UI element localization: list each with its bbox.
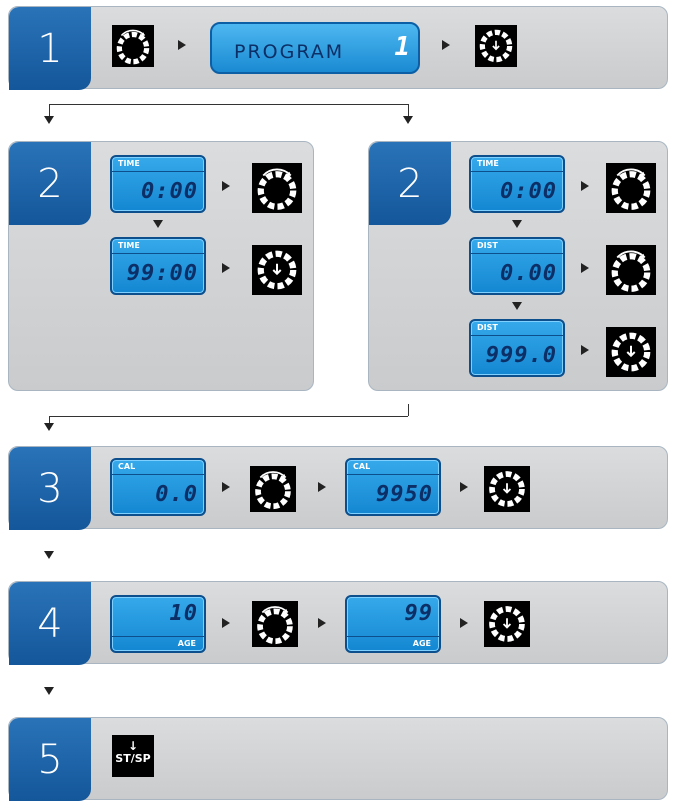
step-4-panel: 4 bbox=[8, 581, 668, 665]
calories-display: CAL 9950 bbox=[345, 458, 441, 516]
connector-line bbox=[49, 104, 50, 116]
time-label: TIME bbox=[118, 159, 140, 168]
connector-line bbox=[49, 104, 408, 105]
calories-value: 9950 bbox=[376, 482, 433, 507]
calories-label: CAL bbox=[353, 462, 371, 471]
age-display: 10 AGE bbox=[110, 595, 206, 653]
start-stop-label: ST/SP bbox=[115, 752, 151, 765]
time-value: 0:00 bbox=[141, 179, 198, 204]
arrow-down-icon bbox=[153, 220, 163, 228]
rotate-knob-icon[interactable] bbox=[606, 245, 656, 295]
press-knob-icon[interactable] bbox=[484, 466, 530, 512]
arrow-down-icon bbox=[403, 116, 413, 124]
connector-line bbox=[408, 104, 409, 116]
step-2-number: 2 bbox=[369, 142, 451, 225]
program-number: 1 bbox=[394, 32, 410, 62]
connector-line bbox=[408, 404, 409, 416]
arrow-right-icon bbox=[222, 618, 230, 628]
calories-display: CAL 0.0 bbox=[110, 458, 206, 516]
arrow-down-icon bbox=[44, 423, 54, 431]
arrow-right-icon bbox=[460, 482, 468, 492]
time-label: TIME bbox=[118, 241, 140, 250]
arrow-down-icon bbox=[44, 687, 54, 695]
distance-display: DIST 0.00 bbox=[469, 237, 565, 295]
program-display: PROGRAM 1 bbox=[210, 22, 420, 74]
step-3-number: 3 bbox=[9, 447, 91, 530]
distance-label: DIST bbox=[477, 241, 498, 250]
arrow-right-icon bbox=[222, 482, 230, 492]
step-4-number: 4 bbox=[9, 582, 91, 665]
arrow-right-icon bbox=[222, 263, 230, 273]
arrow-right-icon bbox=[318, 618, 326, 628]
distance-display: DIST 999.0 bbox=[469, 319, 565, 377]
arrow-down-icon bbox=[512, 302, 522, 310]
step-5-panel: 5 bbox=[8, 717, 668, 801]
arrow-right-icon bbox=[460, 618, 468, 628]
arrow-right-icon bbox=[581, 263, 589, 273]
press-knob-icon[interactable] bbox=[484, 601, 530, 647]
age-value: 10 bbox=[169, 601, 198, 626]
start-stop-button[interactable]: ↓ ST/SP bbox=[112, 735, 154, 777]
age-label: AGE bbox=[412, 639, 431, 648]
time-display: TIME 0:00 bbox=[469, 155, 565, 213]
arrow-down-icon bbox=[512, 220, 522, 228]
distance-value: 999.0 bbox=[485, 343, 557, 368]
arrow-down-icon bbox=[44, 551, 54, 559]
time-value: 99:00 bbox=[126, 261, 198, 286]
program-label: PROGRAM bbox=[234, 41, 345, 63]
step-5-number: 5 bbox=[9, 718, 91, 801]
distance-label: DIST bbox=[477, 323, 498, 332]
connector-line bbox=[49, 416, 408, 417]
arrow-right-icon bbox=[442, 40, 450, 50]
arrow-right-icon bbox=[178, 40, 186, 50]
distance-value: 0.00 bbox=[500, 261, 557, 286]
press-knob-icon[interactable] bbox=[606, 327, 656, 377]
rotate-knob-icon[interactable] bbox=[252, 601, 298, 647]
time-label: TIME bbox=[477, 159, 499, 168]
arrow-right-icon bbox=[318, 482, 326, 492]
calories-label: CAL bbox=[118, 462, 136, 471]
arrow-right-icon bbox=[581, 181, 589, 191]
arrow-down-icon bbox=[44, 116, 54, 124]
down-arrow-icon: ↓ bbox=[127, 739, 139, 753]
rotate-knob-icon[interactable] bbox=[112, 25, 154, 67]
rotate-knob-icon[interactable] bbox=[250, 466, 296, 512]
step-1-number: 1 bbox=[9, 7, 91, 90]
rotate-knob-icon[interactable] bbox=[606, 163, 656, 213]
arrow-right-icon bbox=[222, 181, 230, 191]
step-2-number: 2 bbox=[9, 142, 91, 225]
age-label: AGE bbox=[177, 639, 196, 648]
time-display: TIME 0:00 bbox=[110, 155, 206, 213]
press-knob-icon[interactable] bbox=[475, 25, 517, 67]
age-value: 99 bbox=[404, 601, 433, 626]
rotate-knob-icon[interactable] bbox=[252, 163, 302, 213]
calories-value: 0.0 bbox=[155, 482, 198, 507]
connector-line bbox=[49, 416, 50, 424]
time-value: 0:00 bbox=[500, 179, 557, 204]
press-knob-icon[interactable] bbox=[252, 245, 302, 295]
arrow-right-icon bbox=[581, 345, 589, 355]
time-display: TIME 99:00 bbox=[110, 237, 206, 295]
age-display: 99 AGE bbox=[345, 595, 441, 653]
step-3-panel: 3 bbox=[8, 446, 668, 530]
